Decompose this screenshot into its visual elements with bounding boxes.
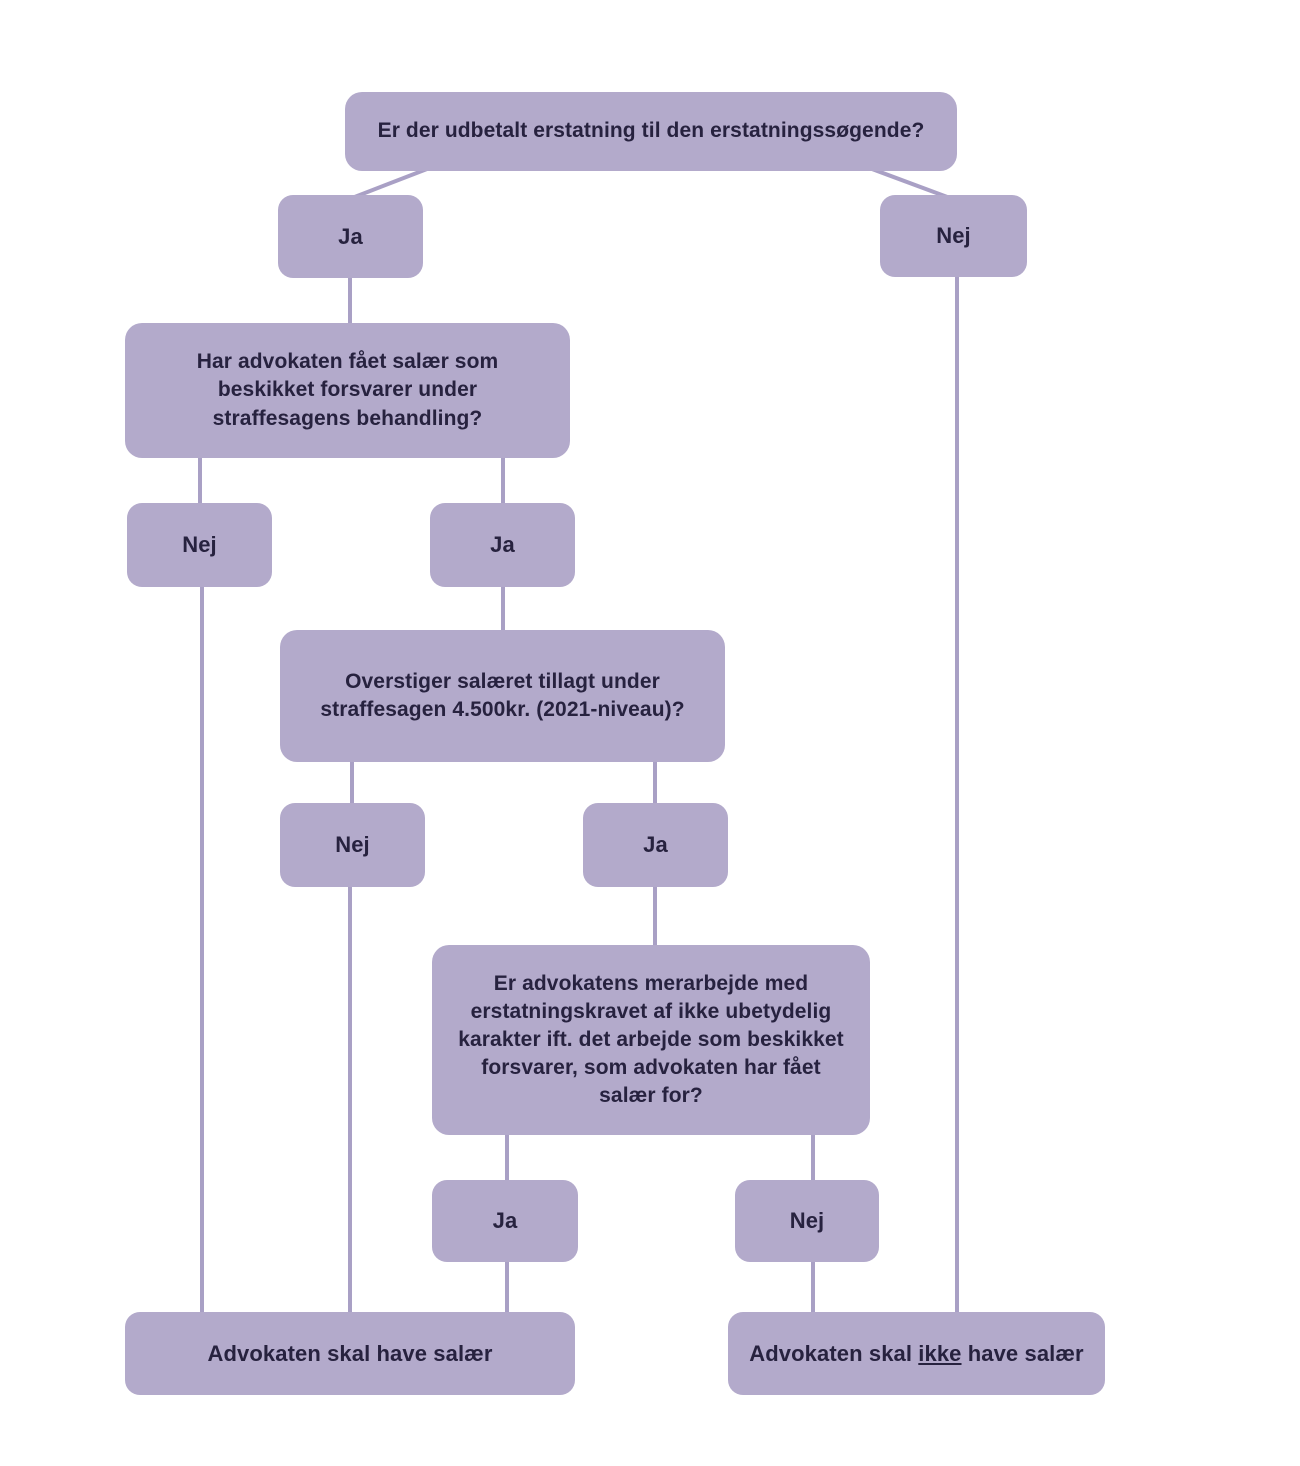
node-answer-nej-overstiger: Nej [280,803,425,887]
node-question-udbetalt-erstatning-label: Er der udbetalt erstatning til den ersta… [377,119,925,143]
node-question-overstiger-4500kr-label: Overstiger salæret tillagt under straffe… [320,669,685,721]
connector-q1-ja [351,167,428,200]
node-result-skal-ikke-have-salaer-label: Advokaten skal ikke have salær [749,1339,1083,1368]
node-answer-ja-overstiger: Ja [583,803,728,887]
node-answer-ja-udbetalt: Ja [278,195,423,278]
node-question-merarbejde-erstatningskrav: Er advokatens merarbejde med erstatnings… [432,945,870,1135]
node-question-salaer-beskikket-forsvarer: Har advokaten fået salær som beskikket f… [125,323,570,458]
node-result-skal-have-salaer: Advokaten skal have salær [125,1312,575,1395]
node-answer-ja-salaer-beskikket: Ja [430,503,575,587]
node-answer-nej-udbetalt-label: Nej [936,223,971,249]
result-ikke-prefix: Advokaten skal [749,1340,919,1366]
node-question-udbetalt-erstatning: Er der udbetalt erstatning til den ersta… [345,92,957,171]
node-answer-ja-merarbejde: Ja [432,1180,578,1262]
node-answer-nej-overstiger-label: Nej [335,832,370,858]
node-answer-nej-udbetalt: Nej [880,195,1027,277]
node-answer-nej-merarbejde: Nej [735,1180,879,1262]
node-answer-ja-merarbejde-label: Ja [492,1208,518,1234]
result-ikke-emphasis: ikke [918,1340,962,1366]
node-answer-nej-merarbejde-label: Nej [789,1208,825,1234]
node-answer-nej-salaer-beskikket-label: Nej [182,532,217,558]
node-question-merarbejde-erstatningskrav-label: Er advokatens merarbejde med erstatnings… [458,971,844,1108]
node-answer-nej-salaer-beskikket: Nej [127,503,272,587]
node-question-overstiger-4500kr: Overstiger salæret tillagt under straffe… [280,630,725,762]
node-answer-ja-udbetalt-label: Ja [338,223,363,249]
connector-q1-nej [871,167,951,200]
node-question-salaer-beskikket-forsvarer-label: Har advokaten fået salær som beskikket f… [196,350,499,430]
node-result-skal-have-salaer-label: Advokaten skal have salær [207,1340,493,1366]
node-result-skal-ikke-have-salaer: Advokaten skal ikke have salær [728,1312,1105,1395]
node-answer-ja-overstiger-label: Ja [643,832,668,858]
result-ikke-suffix: have salær [961,1340,1084,1366]
node-answer-ja-salaer-beskikket-label: Ja [490,532,515,558]
